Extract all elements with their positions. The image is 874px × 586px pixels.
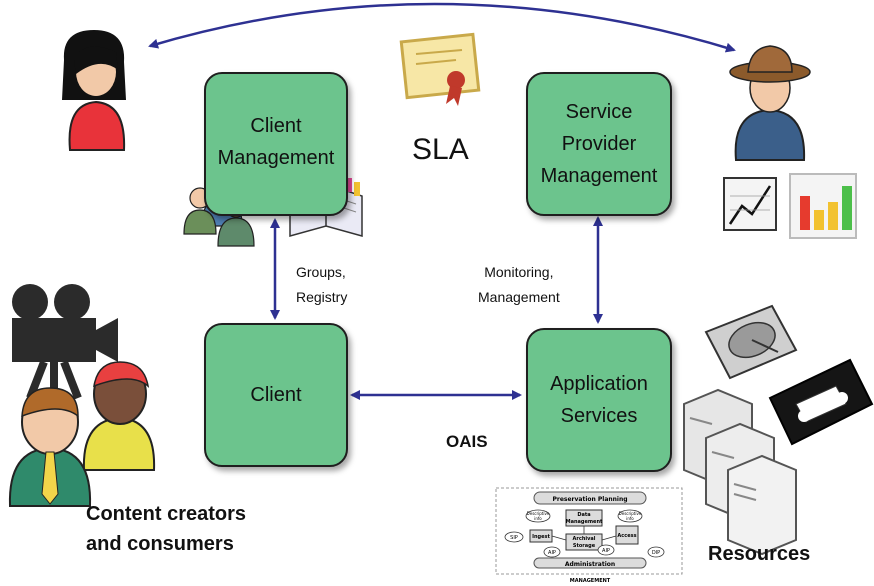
line-chart-icon [723,177,777,231]
bar-chart-icon [789,173,857,239]
client-management-box[interactable]: Client Management [204,72,348,216]
svg-text:Management: Management [566,519,603,525]
server-stack-icon [683,388,797,556]
dip-text: DIP [652,550,660,556]
access-text: Access [617,533,636,539]
client-box[interactable]: Client [204,323,348,467]
administration-text: Administration [565,561,615,568]
data-management-text: Data [577,512,590,518]
oais-mini-diagram: Preservation Planning Data Management In… [495,487,683,584]
svg-text:Storage: Storage [573,543,596,549]
service-provider-management-label: Service Provider Management [540,101,658,187]
service-provider-management-box[interactable]: Service Provider Management [526,72,672,216]
management-caption: MANAGEMENT [570,578,611,584]
svg-text:info: info [534,516,542,521]
client-management-label: Client Management [217,115,335,169]
people-icon [8,361,156,507]
content-creators-label: Content creators and consumers [86,503,247,555]
descriptive-info-text-2: Descriptive [619,511,642,516]
videotape-icon [768,358,874,446]
application-services-box[interactable]: Application Services [526,328,672,472]
oais-label: OAIS [446,432,488,451]
preservation-planning-text: Preservation Planning [552,496,627,503]
hard-drive-icon [704,304,798,380]
monitoring-management-label: Monitoring, Management [478,264,560,305]
archival-storage-text: Archival [573,536,596,542]
application-services-label: Application Services [550,373,648,427]
svg-text:info: info [626,516,634,521]
descriptive-info-text: Descriptive [527,511,550,516]
groups-registry-label: Groups, Registry [296,264,348,305]
ingest-text: Ingest [532,534,550,540]
woman-user-icon [62,30,126,151]
aip-text-2: AIP [602,548,610,554]
certificate-icon [399,32,481,106]
sip-text: SIP [510,535,518,541]
movie-camera-icon [12,284,118,400]
aip-text: AIP [548,550,556,556]
cowboy-user-icon [729,45,811,161]
sla-arc-arrow [148,2,736,53]
client-label: Client [250,384,302,406]
resources-label: Resources [708,543,811,565]
sla-label: SLA [412,133,469,166]
